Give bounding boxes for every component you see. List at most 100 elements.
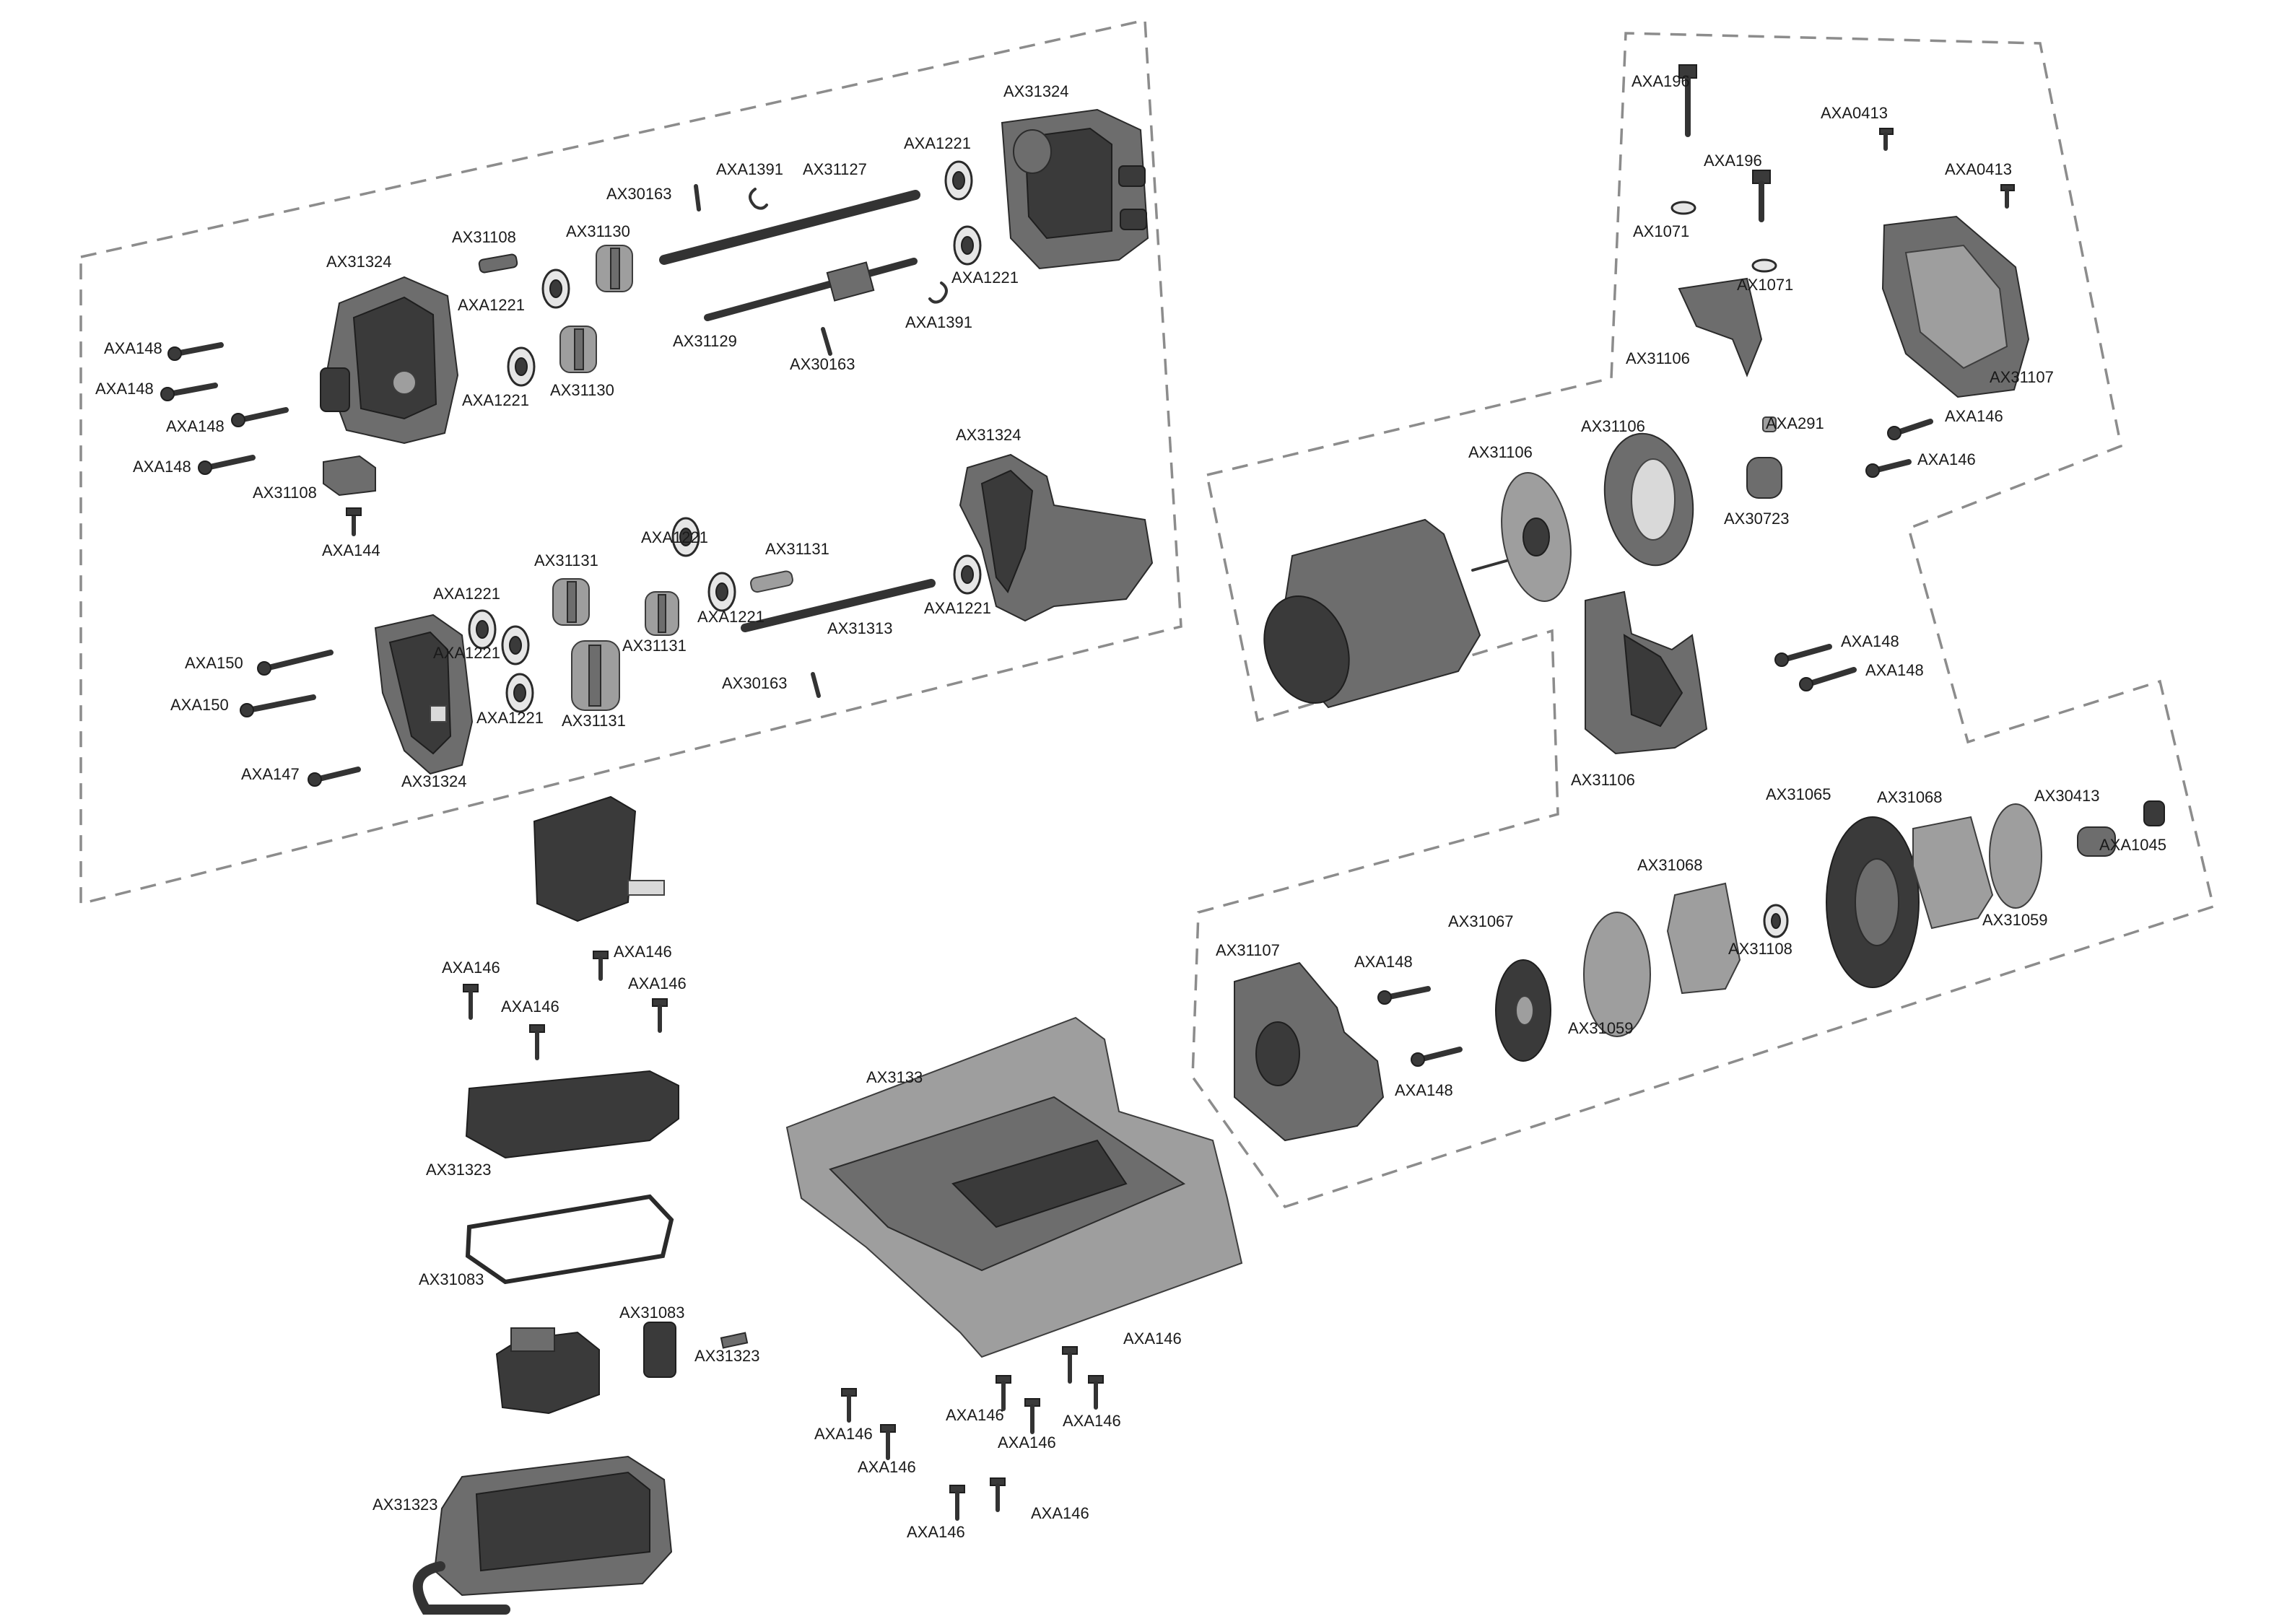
part-label: AXA148 [1354,953,1413,971]
spur-gear [552,578,590,626]
part-label: AXA1221 [641,528,708,546]
motor-mount-half [1585,590,1708,755]
part-label: AX31131 [562,712,626,730]
bearing [507,346,536,387]
pin [811,672,821,698]
part-label: AXA1221 [433,585,500,603]
screw [1774,644,1832,667]
idler-shaft [750,570,793,593]
part-label: AXA148 [166,417,225,435]
part-label: AXA146 [946,1406,1004,1424]
part-label: AXA146 [442,959,500,977]
part-label: AXA146 [1917,450,1976,468]
part-label: AX3133 [866,1068,923,1086]
slipper-plate [1912,816,1994,930]
motor-can [1263,518,1510,709]
receiver [495,1327,600,1415]
screw [257,650,334,676]
screw [1887,419,1933,440]
part-label: AX30163 [606,185,672,203]
antenna-tube [720,1332,749,1349]
spur-gear-cover [1881,215,2030,398]
pinion-gear [1746,457,1782,499]
screw [1062,1346,1078,1384]
gearbox-case-right-bottom [959,453,1154,622]
washer [1670,201,1696,215]
part-label: AX30163 [790,355,855,373]
part-label: AX31067 [1448,912,1514,930]
esc [533,795,665,922]
electronics-and-chassis [412,795,1243,1615]
spur-gear [596,245,633,292]
part-label: AXA146 [1031,1504,1089,1522]
part-label: AXA146 [814,1425,873,1443]
receiver-clip [643,1322,676,1378]
bearing [707,572,736,612]
part-label: AXA1221 [433,644,500,662]
part-label: AX31083 [619,1304,685,1322]
motor-plate [1501,472,1572,602]
part-label: AXA146 [614,943,672,961]
part-label: AX31108 [253,484,317,502]
bearing [671,517,700,557]
slipper-pad [1989,803,2042,909]
part-label: AX31323 [426,1161,492,1179]
screw [841,1388,857,1423]
part-label: AX31106 [1581,417,1645,435]
lower-gearbox-assembly [240,453,1154,787]
bearing [468,609,497,650]
screw [2000,184,2015,209]
part-label: AX31106 [1571,771,1635,789]
screw [996,1375,1011,1411]
part-label: AX31323 [694,1347,760,1365]
part-label: AX31323 [373,1496,438,1514]
bearing [953,554,982,595]
bearing [944,160,973,201]
gearbox-case-left-bottom [374,614,474,775]
part-label: AXA1221 [697,608,764,626]
screw [160,383,218,401]
bearing [1763,904,1789,938]
spur-gear-cover-lower [1234,961,1385,1142]
part-label: AXA144 [322,541,380,559]
part-label: AX30413 [2034,787,2100,805]
shaft-gear [826,261,875,302]
gearbox-case-right-top [1001,108,1149,270]
part-label: AXA150 [185,654,243,672]
part-label: AXA0413 [1945,160,2012,178]
part-label: AX31324 [401,772,467,790]
screw [1752,170,1771,222]
screw [1678,64,1697,137]
screw [1377,986,1431,1005]
bearing [501,625,530,665]
part-label: AX31107 [1990,368,2054,386]
part-label: AXA148 [104,339,162,357]
slipper-spring [2077,826,2116,857]
part-label: AXA148 [1841,632,1899,650]
screw [990,1477,1006,1512]
part-label: AX31068 [1637,856,1703,874]
part-label: AXA146 [907,1523,965,1541]
part-label: AXA147 [241,765,300,783]
part-label: AX31313 [827,619,893,637]
part-label: AX31059 [1982,911,2048,929]
part-label: AX31083 [419,1270,484,1288]
motor-mount-ring [1603,432,1694,567]
part-label: AXA148 [133,458,191,476]
screw [240,694,316,717]
part-label: AX31107 [1216,941,1280,959]
screw [880,1424,896,1460]
part-label: AXA146 [1123,1330,1182,1348]
part-label: AXA146 [501,997,559,1016]
screw [652,998,668,1033]
part-label: AXA148 [95,380,154,398]
part-label: AXA1391 [716,160,783,178]
screw [1799,667,1857,691]
part-label: AX31130 [550,381,614,399]
screw [1411,1047,1463,1067]
part-label: AXA196 [1704,152,1762,170]
part-label: AXA1221 [462,391,529,409]
washer [1751,258,1777,273]
screw [1088,1375,1104,1410]
